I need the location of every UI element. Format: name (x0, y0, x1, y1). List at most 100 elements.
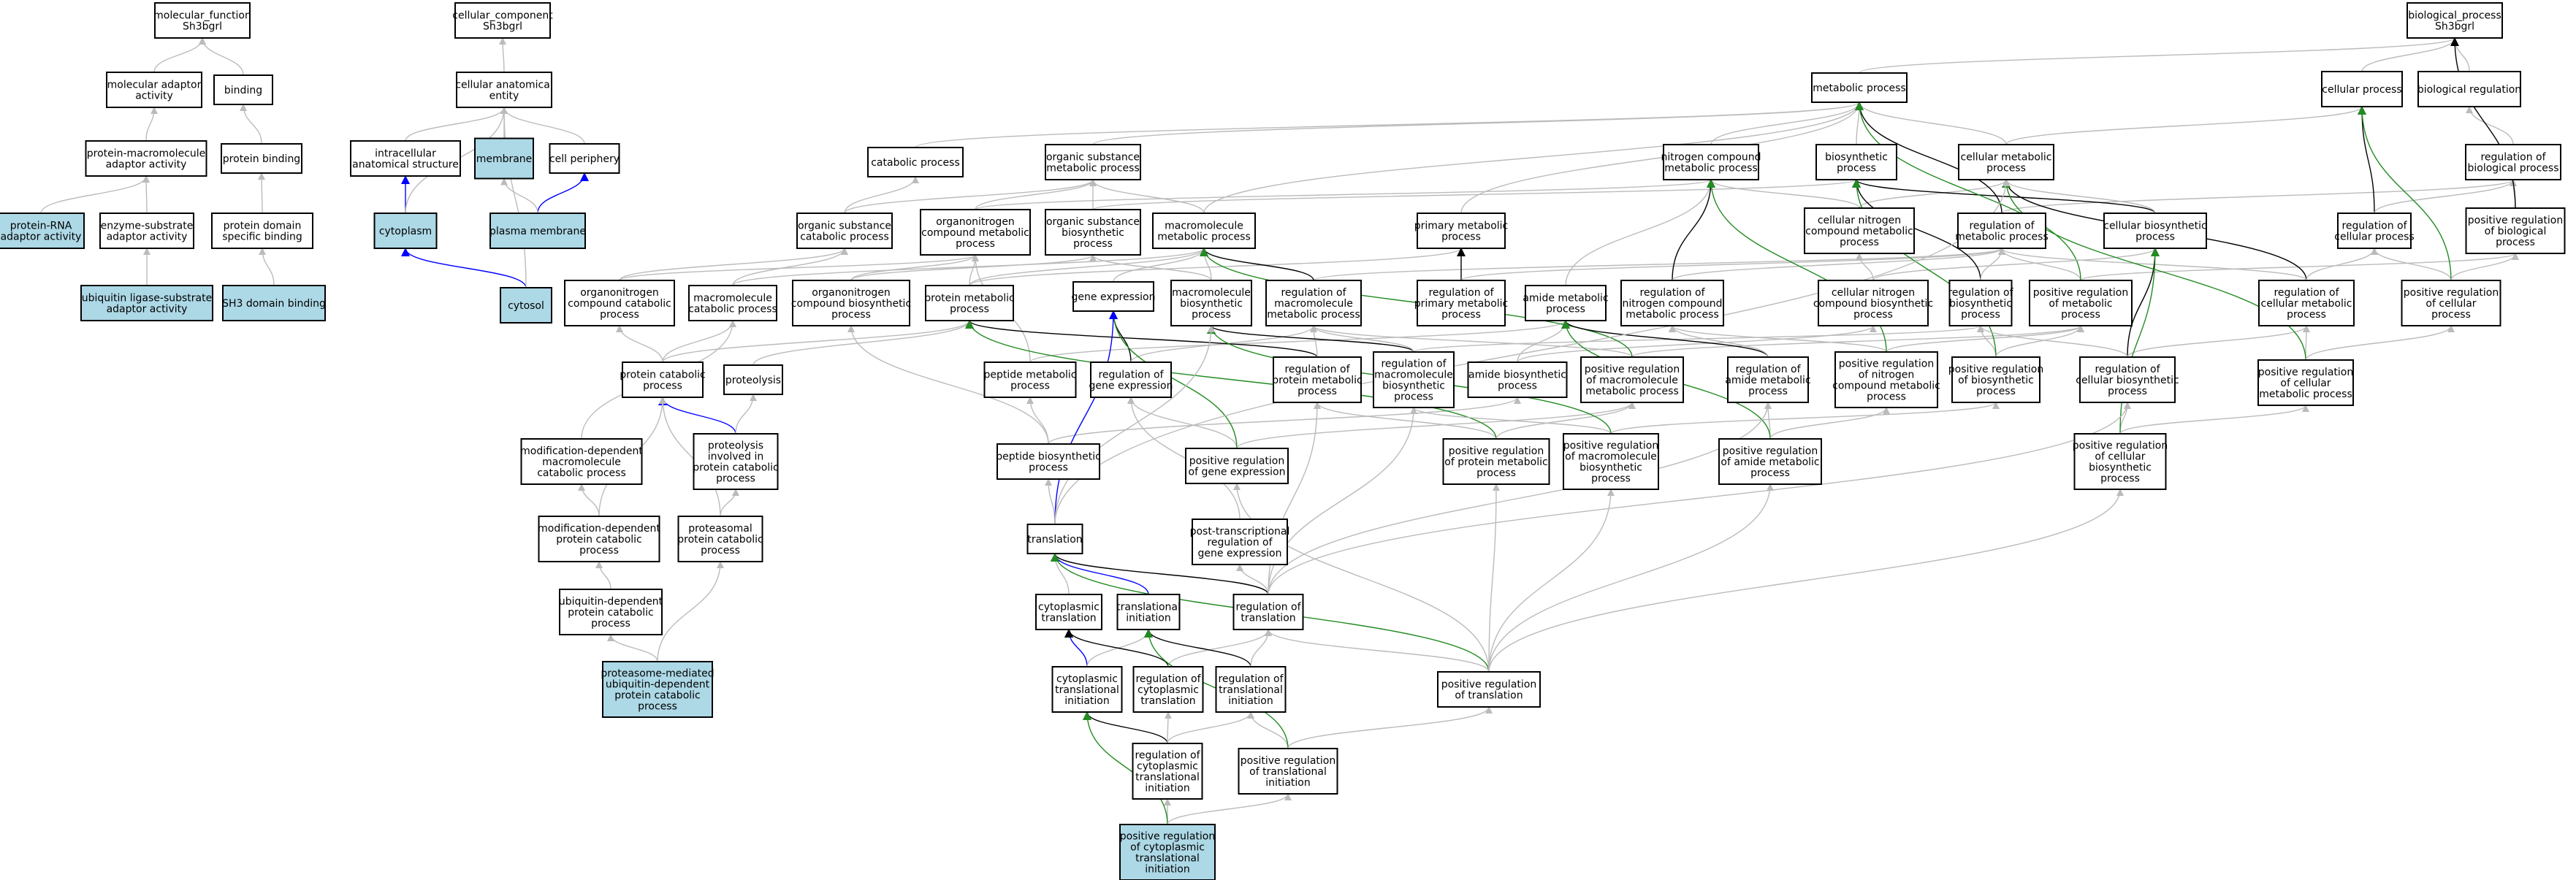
go-term-catab[interactable]: catabolic process (867, 147, 964, 177)
go-term-membrane[interactable]: membrane (474, 137, 534, 180)
go-term-cellper[interactable]: cell periphery (549, 143, 620, 174)
go-term-bioreg[interactable]: biological regulation (2417, 71, 2521, 107)
go-term-translation[interactable]: translation (1026, 524, 1083, 554)
go-term-mdmcp[interactable]: modification-dependentmacromoleculecatab… (520, 438, 643, 485)
go-term-geneexp[interactable]: gene expression (1072, 281, 1156, 312)
go-term-cytoplasm[interactable]: cytoplasm (373, 213, 438, 249)
go-term-cytosol[interactable]: cytosol (500, 287, 552, 324)
edge-cytosol-to-cae (500, 107, 527, 288)
go-term-metproc[interactable]: metabolic process (1811, 72, 1908, 103)
go-term-cellproc[interactable]: cellular process (2321, 71, 2403, 107)
edge-primmet-to-metproc (1460, 102, 1863, 214)
edge-cellmet-to-metproc (1856, 102, 2007, 145)
go-term-label: of protein metabolic (1444, 456, 1547, 468)
go-term-plasmam[interactable]: plasma membrane (489, 213, 586, 249)
go-term-sh3[interactable]: SH3 domain binding (222, 285, 326, 321)
edge-regmacromet-to-macromet (1200, 248, 1314, 281)
go-term-proteolysis[interactable]: proteolysis (723, 364, 783, 395)
go-term-binding[interactable]: binding (213, 74, 273, 105)
go-term-label: process (950, 304, 989, 315)
go-term-label: process (643, 380, 682, 392)
go-term-regcti[interactable]: regulation ofcytoplasmictranslationalini… (1132, 743, 1203, 800)
edge-proteolysis-to-protmet (752, 320, 973, 366)
go-term-protbind[interactable]: protein binding (221, 143, 302, 174)
go-term-pmudpcp[interactable]: proteasome-mediatedubiquitin-dependentpr… (601, 661, 715, 718)
go-term-label: catabolic process (871, 157, 960, 169)
go-term-box (549, 143, 620, 174)
go-term-regmacrobio[interactable]: regulation ofmacromoleculebiosyntheticpr… (1373, 351, 1455, 408)
